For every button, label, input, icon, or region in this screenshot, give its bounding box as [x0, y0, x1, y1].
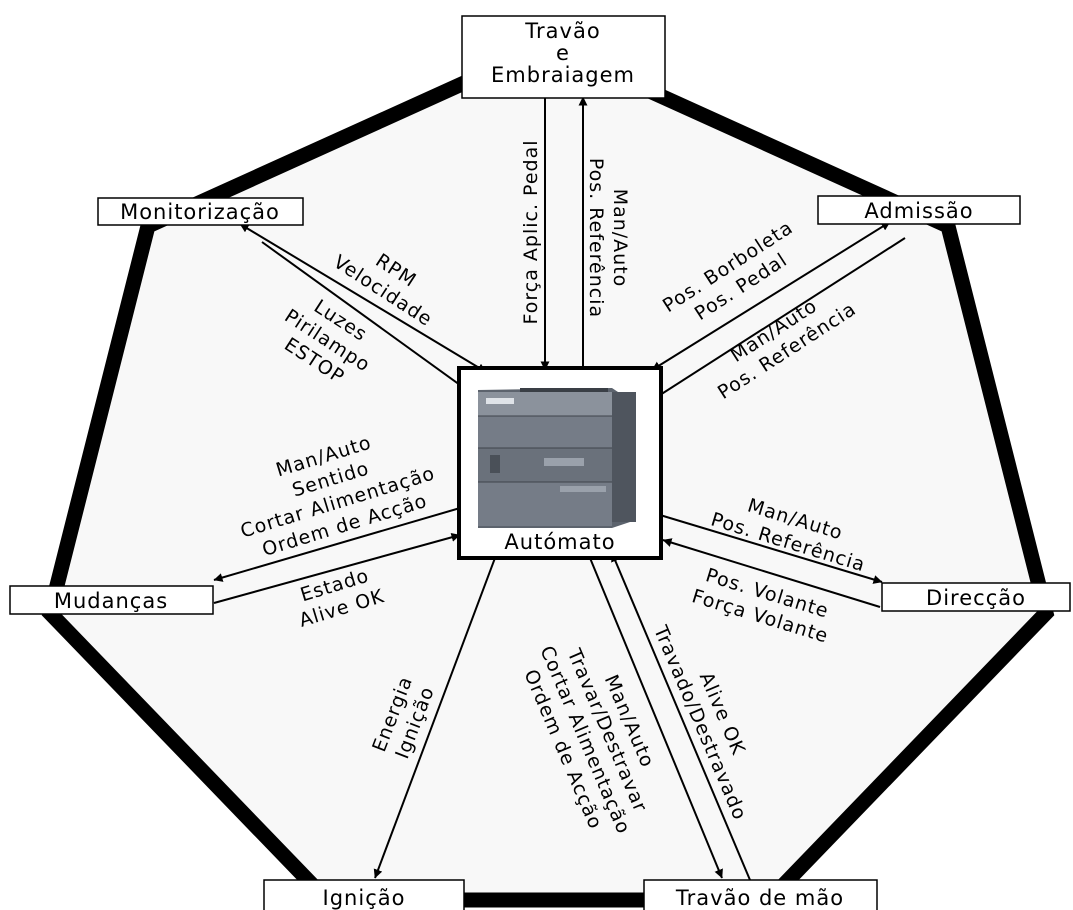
arrow-ignicao-out	[373, 557, 496, 879]
line-admissao-out	[659, 237, 906, 396]
node-travao-line-1: e	[556, 41, 570, 65]
edge-travao-in-line-0: Força Aplic. Pedal	[520, 140, 542, 325]
node-mudancas-line-0: Mudanças	[54, 589, 168, 613]
node-monitorizacao-label: Monitorização	[120, 200, 280, 224]
node-mudancas-label: Mudanças	[54, 589, 168, 613]
node-travao-line-0: Travão	[524, 19, 600, 43]
node-ignicao-label: Ignição	[323, 886, 406, 910]
line-monit-out	[261, 241, 461, 386]
arrow-mudancas-in	[213, 532, 461, 604]
connectors	[213, 95, 906, 881]
node-travao_mao-line-0: Travão de mão	[675, 886, 844, 910]
node-monitorizacao: Monitorização	[97, 197, 304, 226]
arrow-mudancas-out	[213, 507, 461, 582]
node-direccao: Direcção	[881, 582, 1071, 612]
edge-travao-out-line-1: Pos. Referência	[585, 158, 607, 318]
arrow-direccao-in	[662, 538, 881, 608]
node-travao-mao: Travão de mão	[643, 879, 878, 910]
node-admissao-line-0: Admissão	[864, 199, 973, 223]
edge-label-travao-in: Força Aplic. Pedal	[520, 140, 542, 325]
node-direccao-label: Direcção	[926, 586, 1026, 610]
arrow-monit-in	[239, 223, 487, 373]
node-ignicao: Ignição	[263, 879, 465, 910]
node-ignicao-line-0: Ignição	[323, 886, 406, 910]
arrow-admissao-in	[651, 221, 891, 371]
edge-travao-out-line-0: Man/Auto	[609, 189, 631, 288]
plc-label: Autómato	[504, 530, 615, 554]
node-travao-line-2: Embraiagem	[491, 63, 635, 87]
arrow-mao-in	[611, 552, 751, 881]
arrow-mao-out	[589, 557, 723, 879]
node-travao-mao-label: Travão de mão	[675, 886, 844, 910]
node-admissao-label: Admissão	[864, 199, 973, 223]
arrow-direccao-out	[659, 514, 883, 584]
node-monitorizacao-line-0: Monitorização	[120, 200, 280, 224]
plc-device-image	[478, 388, 636, 528]
node-direccao-line-0: Direcção	[926, 586, 1026, 610]
plc-box: Autómato	[457, 366, 663, 560]
node-mudancas: Mudanças	[9, 585, 214, 615]
node-admissao: Admissão	[817, 195, 1021, 225]
